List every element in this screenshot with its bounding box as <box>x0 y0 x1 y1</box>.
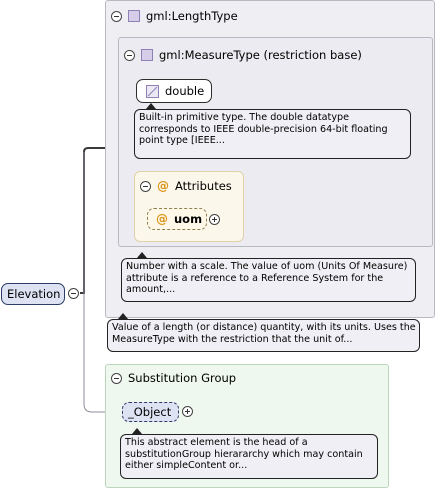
expand-object-icon[interactable] <box>182 406 193 417</box>
attributes-group <box>134 171 244 242</box>
object-element-doc: This abstract element is the head of a s… <box>120 434 378 479</box>
uom-attribute-label: uom <box>174 212 203 226</box>
object-element-label: _Object <box>128 405 172 419</box>
attribute-icon: @ <box>157 179 169 193</box>
double-doc-pointer <box>146 103 156 109</box>
elevation-element-node[interactable]: Elevation <box>1 283 65 305</box>
double-type-label: double <box>165 84 205 98</box>
collapse-substitution-icon[interactable] <box>111 372 122 384</box>
double-type-node[interactable]: double <box>136 79 212 103</box>
attribute-icon: @ <box>156 212 168 226</box>
object-element-node[interactable]: _Object <box>122 402 179 422</box>
length-doc-pointer <box>118 313 128 319</box>
double-doc: Built-in primitive type. The double data… <box>134 109 411 159</box>
attributes-group-header: @ Attributes <box>140 179 232 193</box>
elevation-label: Elevation <box>7 287 61 301</box>
attributes-title: Attributes <box>175 179 232 193</box>
measure-type-doc: Number with a scale. The value of uom (U… <box>121 258 416 302</box>
length-type-group-header: gml:LengthType <box>111 9 238 23</box>
collapse-elevation-icon[interactable] <box>68 288 79 299</box>
collapse-measure-type-icon[interactable] <box>124 49 135 61</box>
length-type-title: gml:LengthType <box>146 9 238 23</box>
substitution-group-title: Substitution Group <box>128 371 237 385</box>
measure-type-group-header: gml:MeasureType (restriction base) <box>124 48 362 62</box>
length-type-doc: Value of a length (or distance) quantity… <box>107 319 420 352</box>
collapse-attributes-icon[interactable] <box>140 180 151 192</box>
measure-doc-pointer <box>137 252 147 258</box>
measure-type-title: gml:MeasureType (restriction base) <box>159 48 362 62</box>
uom-attribute-node[interactable]: @ uom <box>147 208 207 230</box>
complex-type-icon <box>141 49 153 61</box>
collapse-length-type-icon[interactable] <box>111 10 122 22</box>
complex-type-icon <box>128 10 140 22</box>
substitution-group-header: Substitution Group <box>111 371 236 385</box>
object-doc-pointer <box>132 428 142 434</box>
expand-uom-icon[interactable] <box>209 214 220 225</box>
simple-type-icon <box>146 84 159 98</box>
